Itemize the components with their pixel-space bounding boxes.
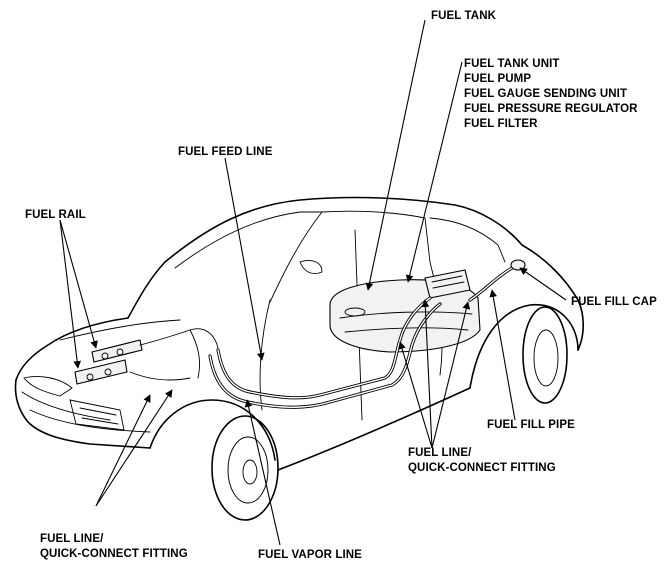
- fuel-tank-label: FUEL TANK: [431, 10, 496, 22]
- fuel-tank-unit-label: FUEL TANK UNIT: [464, 58, 560, 70]
- fuel-fill-pipe-label: FUEL FILL PIPE: [487, 419, 575, 431]
- leader-lines: [59, 19, 567, 546]
- fuel-filter-label: FUEL FILTER: [464, 118, 538, 130]
- fuel-gauge-sending-unit-label: FUEL GAUGE SENDING UNIT: [464, 88, 628, 100]
- fuel-feed-line-label: FUEL FEED LINE: [178, 146, 273, 158]
- fuel-rail-label: FUEL RAIL: [25, 209, 86, 221]
- fuel-pressure-regulator-label: FUEL PRESSURE REGULATOR: [464, 103, 638, 115]
- fuel-rail-shape: [74, 328, 219, 385]
- fuel-tank-unit-label-group: FUEL TANK UNIT FUEL PUMP FUEL GAUGE SEND…: [464, 57, 638, 132]
- fuel-line-front-label: FUEL LINE/ QUICK-CONNECT FITTING: [40, 533, 188, 560]
- fuel-fill-pipe-shape: [468, 259, 526, 302]
- fuel-tank-unit-shape: [424, 269, 471, 299]
- fuel-fill-cap-label: FUEL FILL CAP: [571, 296, 657, 308]
- fuel-line-rear-label: FUEL LINE/ QUICK-CONNECT FITTING: [408, 447, 556, 474]
- fuel-pump-label: FUEL PUMP: [464, 73, 532, 85]
- fuel-lines: [208, 296, 442, 409]
- fuel-vapor-line-label: FUEL VAPOR LINE: [258, 549, 362, 561]
- car-body: [14, 196, 585, 521]
